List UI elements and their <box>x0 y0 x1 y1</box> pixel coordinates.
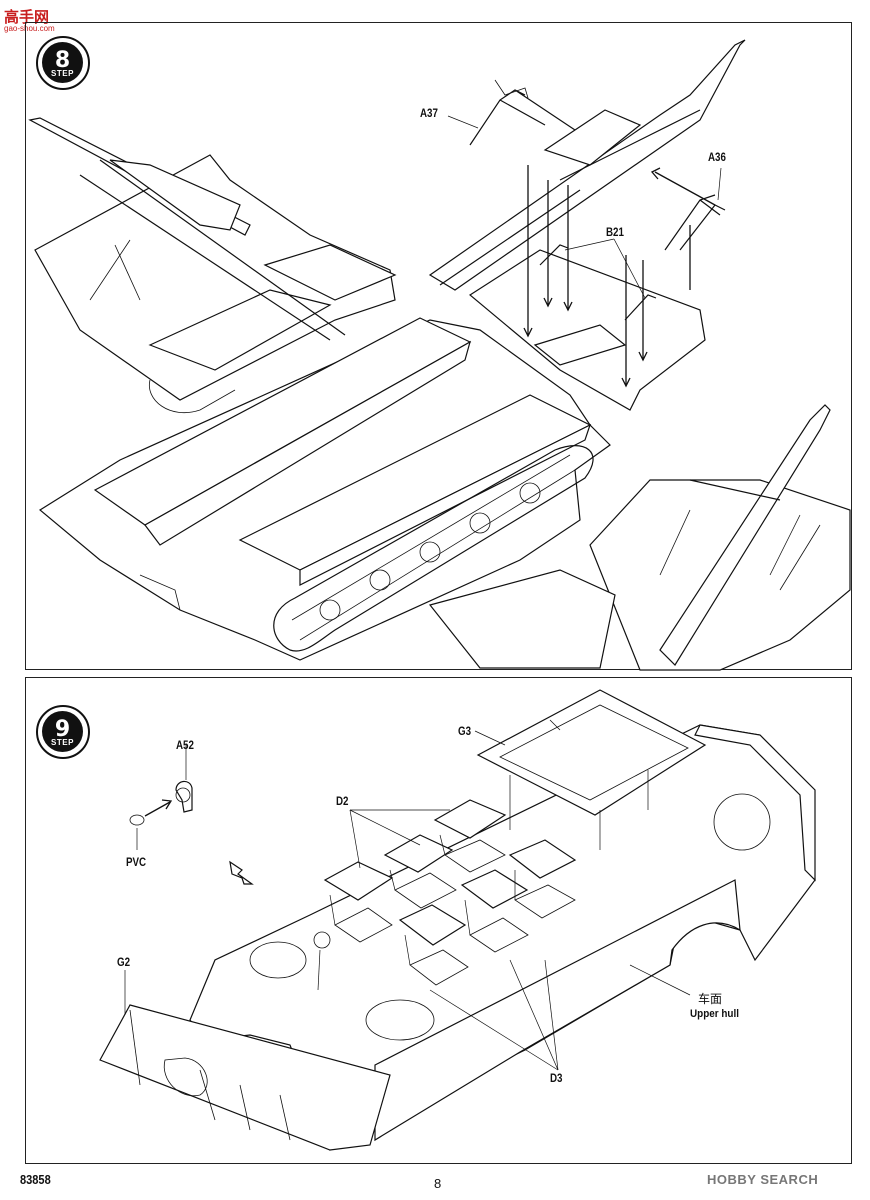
site-watermark-url: gao-shou.com <box>4 24 55 33</box>
step-8-panel <box>25 22 852 670</box>
step-8-badge: 8 STEP <box>36 36 90 90</box>
label-g3: G3 <box>458 726 472 738</box>
step-9-number: 9 <box>54 717 71 742</box>
label-upper-hull-cn: 车面 <box>698 992 723 1006</box>
step-8-number: 8 <box>54 48 71 73</box>
label-d3: D3 <box>550 1073 563 1085</box>
step-9-badge: 9 STEP <box>36 705 90 759</box>
label-b21: B21 <box>606 227 624 239</box>
step-9-word: STEP <box>51 738 74 747</box>
label-a36: A36 <box>708 152 726 164</box>
label-a37: A37 <box>420 108 438 120</box>
label-g2: G2 <box>117 957 131 969</box>
hobby-search-watermark: HOBBY SEARCH <box>707 1172 819 1187</box>
step-9-drawing <box>99 689 816 1151</box>
kit-number: 83858 <box>20 1172 51 1187</box>
site-watermark: 高手网 <box>4 9 50 26</box>
label-upper-hull-en: Upper hull <box>690 1008 739 1020</box>
step-9-panel <box>25 677 852 1164</box>
label-d2: D2 <box>336 796 349 808</box>
page-number: 8 <box>434 1176 442 1191</box>
label-pvc: PVC <box>126 857 147 869</box>
label-a52: A52 <box>176 740 194 752</box>
step-8-drawing <box>28 39 851 671</box>
step-8-word: STEP <box>51 69 74 78</box>
